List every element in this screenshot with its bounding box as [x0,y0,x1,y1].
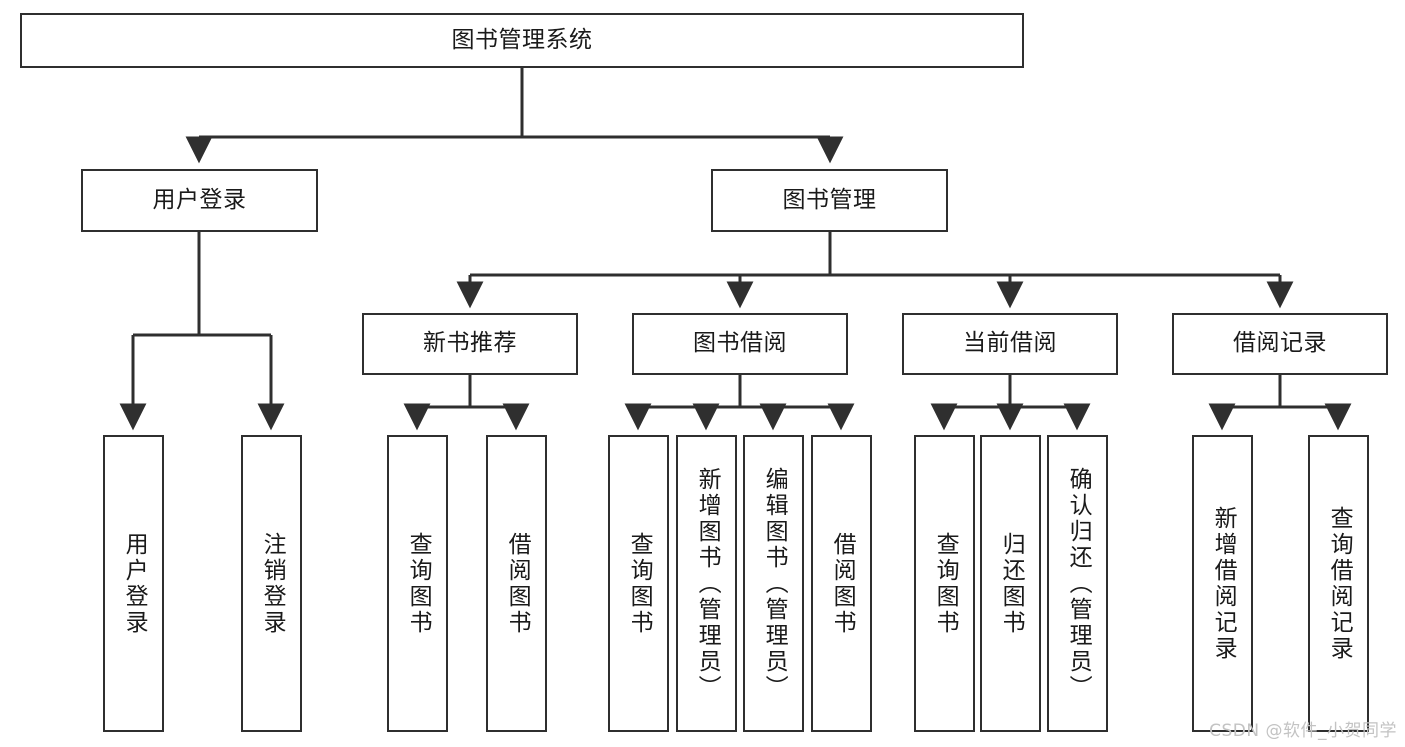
node-label: 图书管理系统 [451,26,593,53]
node-label: 归还图书 [998,531,1025,636]
leaf-book-borrow-borrow-book[interactable]: 借阅图书 [811,435,872,732]
leaf-book-borrow-edit-book-admin[interactable]: 编辑图书（管理员） [743,435,804,732]
node-label: 编辑图书（管理员） [761,466,788,701]
leaf-user-login-login[interactable]: 用户登录 [103,435,164,732]
node-label: 借阅图书 [504,531,531,636]
node-label: 注销登录 [259,531,286,636]
leaf-user-login-logout[interactable]: 注销登录 [241,435,302,732]
node-new-book-recommend[interactable]: 新书推荐 [362,313,578,375]
node-label: 新增图书（管理员） [694,466,721,701]
node-label: 查询图书 [626,531,653,636]
node-user-login[interactable]: 用户登录 [81,169,318,232]
node-label: 确认归还（管理员） [1065,466,1092,701]
leaf-current-borrow-query-book[interactable]: 查询图书 [914,435,975,732]
node-label: 借阅记录 [1233,330,1327,357]
node-label: 查询图书 [932,531,959,636]
leaf-new-book-query-book[interactable]: 查询图书 [387,435,448,732]
node-label: 当前借阅 [963,330,1057,357]
node-root-book-management-system[interactable]: 图书管理系统 [20,13,1024,68]
node-current-borrow[interactable]: 当前借阅 [902,313,1118,375]
csdn-watermark: CSDN @软件_小贺同学 [1209,721,1397,741]
leaf-current-borrow-confirm-return-admin[interactable]: 确认归还（管理员） [1047,435,1108,732]
leaf-new-book-borrow-book[interactable]: 借阅图书 [486,435,547,732]
node-borrow-record[interactable]: 借阅记录 [1172,313,1388,375]
node-label: 查询图书 [405,531,432,636]
node-label: 图书管理 [782,186,877,213]
node-label: 新增借阅记录 [1210,505,1237,662]
leaf-book-borrow-query-book[interactable]: 查询图书 [608,435,669,732]
leaf-borrow-record-query-record[interactable]: 查询借阅记录 [1308,435,1369,732]
node-label: 用户登录 [152,186,247,213]
node-label: 借阅图书 [829,531,856,636]
node-label: 新书推荐 [423,330,517,357]
node-label: 查询借阅记录 [1326,505,1353,662]
node-label: 图书借阅 [693,330,787,357]
leaf-borrow-record-add-record[interactable]: 新增借阅记录 [1192,435,1253,732]
node-book-management[interactable]: 图书管理 [711,169,948,232]
node-book-borrow[interactable]: 图书借阅 [632,313,848,375]
leaf-current-borrow-return-book[interactable]: 归还图书 [980,435,1041,732]
node-label: 用户登录 [121,531,148,636]
leaf-book-borrow-add-book-admin[interactable]: 新增图书（管理员） [676,435,737,732]
